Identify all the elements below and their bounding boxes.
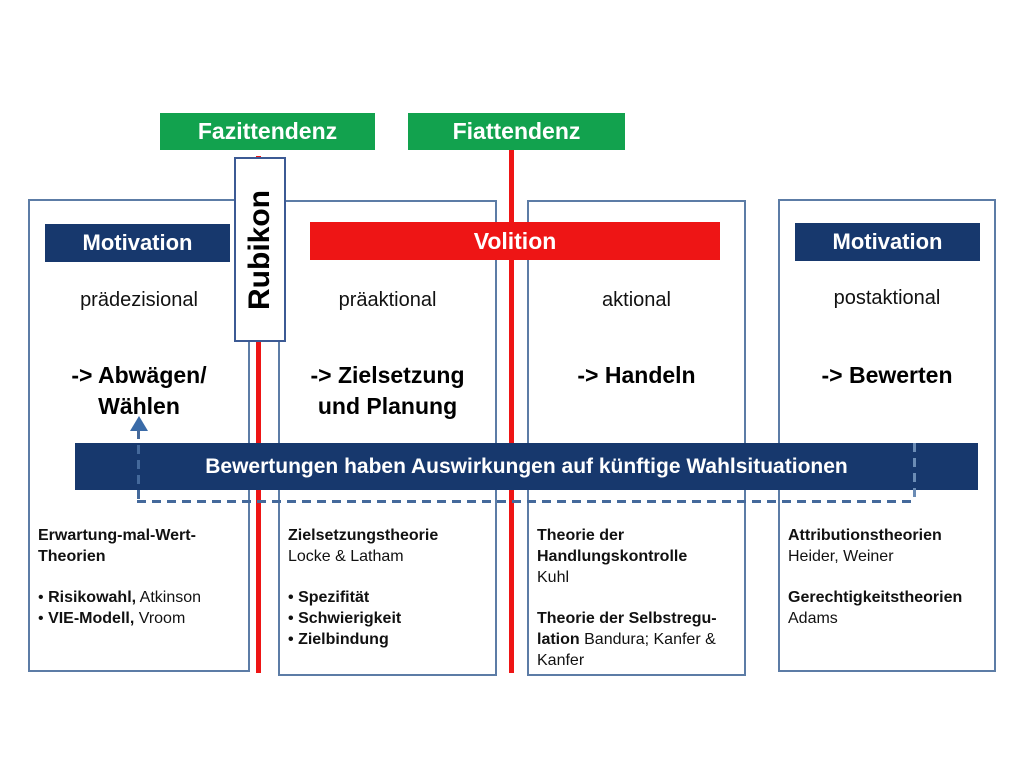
theory-title: Theorien bbox=[38, 548, 106, 565]
action-label-bewerten: -> Bewerten bbox=[778, 360, 996, 391]
feedback-arrowhead-icon bbox=[130, 416, 148, 431]
red-timeline-left bbox=[256, 156, 261, 673]
theory-authors: Adams bbox=[788, 610, 838, 627]
rubikon-box: Rubikon bbox=[234, 157, 286, 342]
phase-label-praedezisional: prädezisional bbox=[80, 289, 198, 311]
fazittendenz-label: Fazittendenz bbox=[160, 113, 375, 150]
theory-title-mixed: lation Bandura; Kanfer & bbox=[537, 631, 716, 648]
column-box-praeaktional bbox=[278, 200, 497, 676]
theory-authors: Locke & Latham bbox=[288, 548, 404, 565]
theory-authors: Kanfer bbox=[537, 652, 585, 669]
theory-bullet-item: • Risikowahl, Atkinson bbox=[38, 589, 202, 606]
theory-block-handlungskontrolle: Theorie der Handlungskontrolle Kuhl Theo… bbox=[537, 525, 747, 671]
theory-title: Theorie der bbox=[537, 527, 625, 544]
theory-block-zielsetzung: Zielsetzungstheorie Locke & Latham • Spe… bbox=[288, 525, 493, 650]
theory-block-erwartung-mal-wert: Erwartung-mal-Wert- Theorien • Risikowah… bbox=[38, 525, 243, 629]
action-line: und Planung bbox=[317, 393, 458, 419]
theory-title: Gerechtigkeitstheorien bbox=[788, 589, 963, 606]
motivation-header-right: Motivation bbox=[795, 223, 980, 261]
theory-title: Theorie der Selbstregu- bbox=[537, 610, 717, 627]
theory-authors: Kuhl bbox=[537, 569, 570, 586]
theory-block-attribution: Attributionstheorien Heider, Weiner Gere… bbox=[788, 525, 993, 629]
action-label-abwaegen: -> Abwägen/ Wählen bbox=[28, 360, 250, 422]
theory-authors: Heider, Weiner bbox=[788, 548, 894, 565]
theory-bullet-item: • Schwierigkeit bbox=[288, 610, 402, 627]
action-label-handeln: -> Handeln bbox=[527, 360, 746, 391]
action-line: -> Bewerten bbox=[821, 362, 953, 388]
action-line: -> Zielsetzung bbox=[310, 362, 465, 388]
theory-title: Handlungskontrolle bbox=[537, 548, 688, 565]
theory-title: Attributionstheorien bbox=[788, 527, 942, 544]
action-line: -> Handeln bbox=[577, 362, 696, 388]
column-box-aktional bbox=[527, 200, 746, 676]
action-line: -> Abwägen/ bbox=[71, 362, 207, 388]
feedback-dash-vertical-left bbox=[137, 430, 140, 502]
action-label-zielsetzung: -> Zielsetzung und Planung bbox=[278, 360, 497, 422]
volition-header: Volition bbox=[310, 222, 720, 260]
red-timeline-right bbox=[509, 149, 514, 673]
motivation-header-left: Motivation bbox=[45, 224, 230, 262]
rubikon-label: Rubikon bbox=[243, 189, 276, 310]
fiattendenz-label: Fiattendenz bbox=[408, 113, 625, 150]
feedback-banner: Bewertungen haben Auswirkungen auf künft… bbox=[75, 443, 978, 490]
action-line: Wählen bbox=[98, 393, 180, 419]
theory-title: Zielsetzungstheorie bbox=[288, 527, 439, 544]
theory-bullet-item: • Zielbindung bbox=[288, 631, 389, 648]
phase-label-praeaktional: präaktional bbox=[338, 289, 437, 311]
feedback-dash-horizontal bbox=[137, 500, 917, 503]
theory-bullet-item: • VIE-Modell, Vroom bbox=[38, 610, 186, 627]
theory-bullet-item: • Spezifität bbox=[288, 589, 370, 606]
phase-label-postaktional: postaktional bbox=[833, 287, 941, 309]
theory-title: Erwartung-mal-Wert- bbox=[38, 527, 196, 544]
phase-label-aktional: aktional bbox=[602, 289, 671, 311]
feedback-dash-vertical-right bbox=[913, 443, 916, 502]
column-box-postaktional bbox=[778, 199, 996, 672]
